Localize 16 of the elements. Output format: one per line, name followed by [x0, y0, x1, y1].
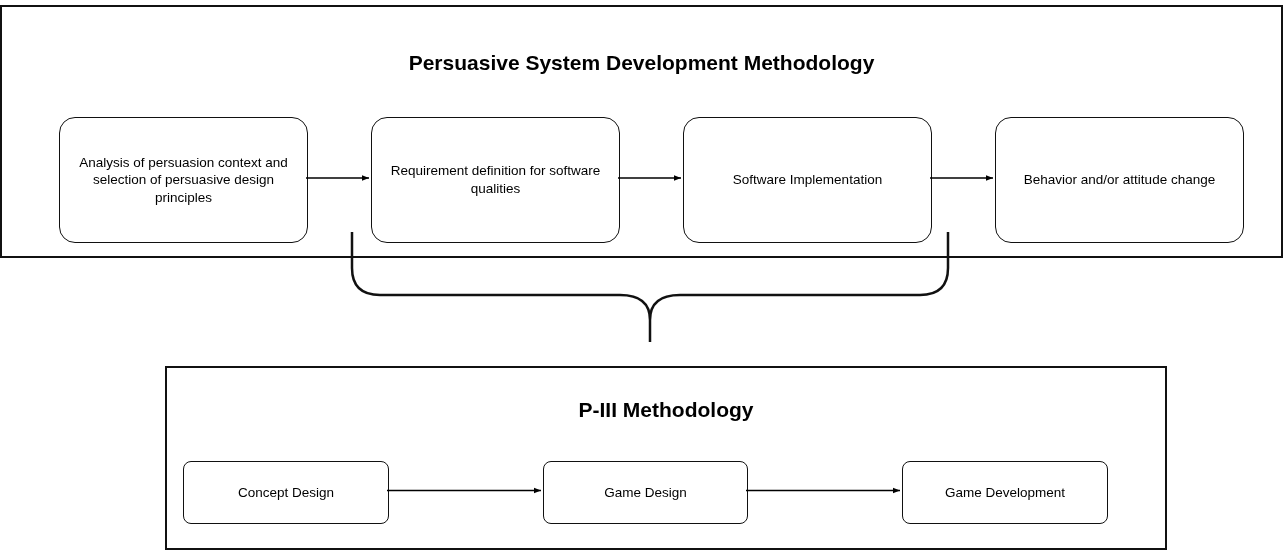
process-box: Game Development: [902, 461, 1108, 524]
arrow: [305, 175, 370, 181]
arrow: [386, 487, 542, 494]
process-box: Concept Design: [183, 461, 389, 524]
arrow: [929, 175, 994, 181]
group-frame: [165, 366, 1167, 550]
arrow: [745, 487, 901, 494]
group-title: Persuasive System Development Methodology: [408, 51, 875, 75]
process-box: Game Design: [543, 461, 748, 524]
process-box: Software Implementation: [683, 117, 932, 243]
process-box: Behavior and/or attitude change: [995, 117, 1244, 243]
group-frame: [0, 5, 1283, 258]
arrow: [617, 175, 682, 181]
process-box: Requirement definition for software qualities: [371, 117, 620, 243]
process-box: Analysis of persuasion context and selection of persuasive design principles: [59, 117, 308, 243]
group-title: P-III Methodology: [578, 398, 754, 422]
